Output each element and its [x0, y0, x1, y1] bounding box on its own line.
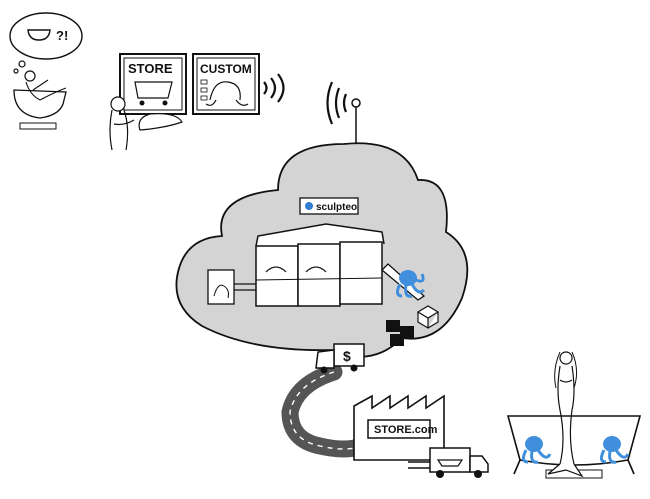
person-body	[109, 109, 135, 151]
woman-in-bathtub-thinking: ?!	[9, 12, 83, 130]
sculpteo-logo-icon	[305, 202, 313, 210]
truck-cab	[469, 455, 489, 473]
delivery-truck: $	[315, 343, 365, 374]
open-box-icon	[416, 305, 440, 330]
bathtub-leg	[627, 459, 635, 475]
store-sign	[367, 419, 431, 439]
mermaid-hair	[554, 351, 578, 389]
package-box-icon	[390, 334, 404, 346]
mermaid-body	[557, 365, 575, 465]
printed-octopus-figure	[395, 270, 426, 298]
store-factory: STORE.com	[353, 394, 445, 461]
person-head	[110, 96, 126, 112]
factory-roof	[255, 223, 385, 247]
bathtub-leg	[513, 459, 521, 475]
mermaid-head	[559, 351, 573, 365]
thought-bubble-dot	[18, 60, 26, 68]
wireless-signal-icon	[263, 73, 285, 103]
truck-dollar-mark: $	[343, 348, 351, 364]
octopus-decoration	[599, 436, 630, 464]
woman-body	[25, 79, 67, 101]
custom-screen-label: CUSTOM	[200, 62, 252, 76]
tub-logo-icon	[436, 459, 464, 467]
desk	[138, 113, 183, 131]
truck-cab	[315, 349, 335, 369]
sculpteo-logo-sign	[299, 197, 359, 215]
octopus-model-icon	[205, 81, 249, 106]
package-box-icon	[386, 320, 400, 332]
store-screen-label: STORE	[128, 61, 173, 76]
printer-module	[255, 245, 299, 307]
printer-module	[297, 243, 341, 307]
person-at-computer: STORE CUSTOM	[109, 53, 285, 151]
bath-mat	[19, 122, 57, 130]
mermaid-in-bathtub	[506, 351, 642, 479]
thought-text: ?!	[56, 28, 68, 43]
3d-model-file-icon	[207, 269, 235, 305]
thought-bubble	[9, 12, 83, 60]
wireless-signal-icon	[326, 81, 348, 125]
cloud-antenna	[326, 81, 361, 150]
store-monitor	[119, 53, 187, 115]
brand-label: sculpteo	[316, 202, 357, 213]
octopus-decoration	[521, 436, 552, 464]
tub-thought-icon	[27, 29, 51, 41]
bathtub-icon	[13, 89, 67, 119]
mermaid-tail-fin	[547, 463, 584, 478]
woman-head	[24, 70, 36, 82]
thought-bubble-dot	[13, 68, 19, 74]
shopping-cart-icon	[134, 81, 173, 99]
delivery-truck	[408, 447, 489, 478]
sculpteo-printing-factory: sculpteo	[207, 197, 440, 346]
printer-module	[339, 241, 383, 305]
road-center-line	[289, 371, 363, 450]
store-sign-label: STORE.com	[374, 424, 438, 436]
